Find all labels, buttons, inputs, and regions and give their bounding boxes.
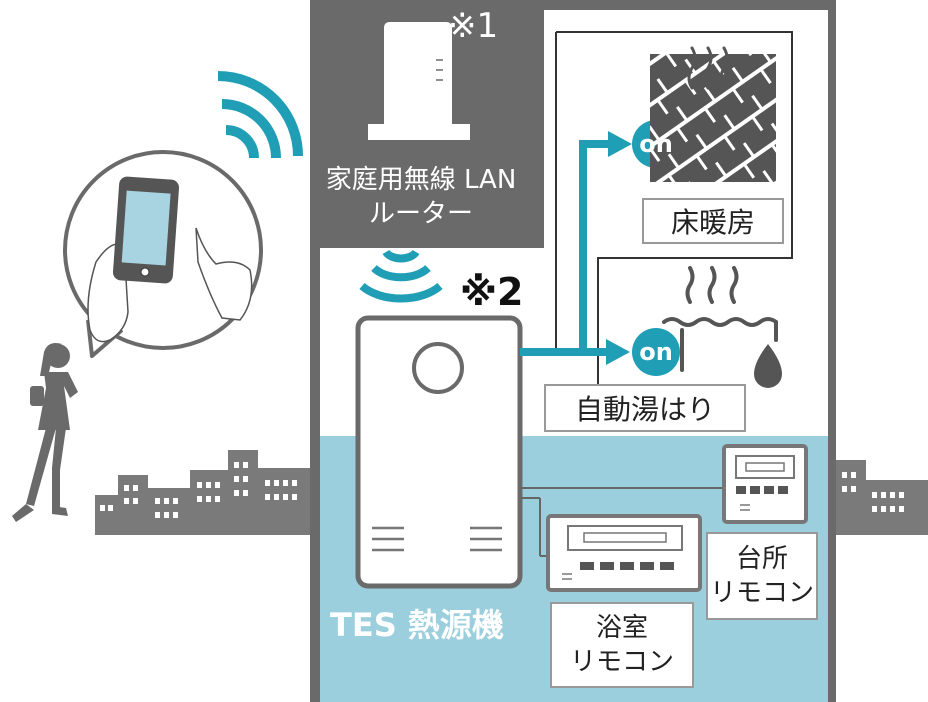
on-badge-bath — [632, 328, 680, 376]
kitchen-remote-label: 台所 リモコン — [706, 532, 818, 620]
remote-control-icon — [722, 444, 808, 524]
bathtub-icon — [662, 266, 778, 372]
water-drop-icon — [754, 344, 782, 388]
bath-remote-line2: リモコン — [569, 647, 674, 677]
wifi-signal-icon — [217, 71, 303, 159]
city-skyline-icon — [95, 450, 928, 535]
auto-bath-label: 自動湯はり — [544, 384, 746, 432]
router-label-line1: 家庭用無線 LAN — [325, 165, 517, 195]
auto-bath-status: on — [639, 338, 673, 366]
remote-control-icon — [546, 514, 702, 592]
finger-outline — [195, 227, 253, 321]
floor-heating-status: on — [639, 130, 673, 158]
bath-remote-line1: 浴室 — [595, 613, 648, 643]
heat-source-unit-icon — [355, 315, 523, 589]
arrow-heads — [606, 131, 632, 365]
smartphone-bubble — [63, 150, 263, 358]
remote-wiring — [520, 487, 724, 557]
kitchen-remote-line1: 台所 — [735, 544, 788, 574]
person-icon — [12, 343, 78, 522]
router-note: ※1 — [448, 6, 499, 46]
floor-heating-icon — [650, 46, 776, 182]
router-label-line2: ルーター — [368, 199, 473, 229]
wifi-signal-icon — [359, 249, 443, 303]
floor-heating-label-text: 床暖房 — [670, 206, 755, 239]
smartphone-icon — [112, 176, 180, 284]
auto-bath-label-text: 自動湯はり — [574, 393, 715, 426]
control-arrows — [520, 140, 612, 356]
router-icon — [368, 22, 470, 140]
bath-remote-label: 浴室 リモコン — [550, 602, 694, 688]
kitchen-remote-line2: リモコン — [709, 578, 814, 608]
heat-source-note: ※2 — [460, 270, 524, 314]
heat-source-label: TES 熱源機 — [330, 606, 504, 644]
floor-heating-label: 床暖房 — [642, 198, 784, 244]
